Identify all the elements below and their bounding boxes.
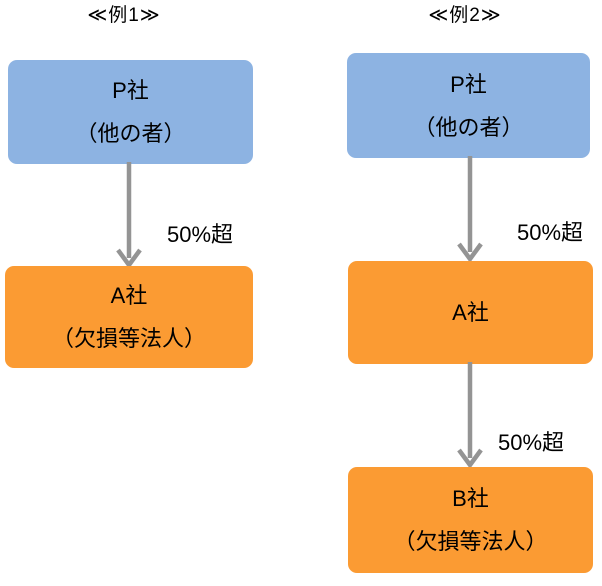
node-sublabel: （欠損等法人） [51, 326, 206, 351]
example2-title: ≪例2≫ [428, 5, 502, 26]
node-sublabel: （他の者） [75, 121, 186, 146]
example2-node-p-company: P社 （他の者） [347, 53, 590, 158]
node-label: P社 [450, 71, 487, 97]
example1-title: ≪例1≫ [87, 5, 161, 26]
example1-edge-label-ownership: 50%超 [167, 222, 234, 247]
node-label: B社 [452, 486, 489, 511]
node-label: A社 [452, 300, 489, 325]
example2-edge-label-ownership-2: 50%超 [498, 430, 565, 455]
arrow-down-icon [457, 156, 483, 262]
arrow-down-icon [457, 362, 483, 468]
node-sublabel: （他の者） [413, 114, 524, 140]
arrow-down-icon [116, 162, 142, 268]
example1-node-a-company: A社 （欠損等法人） [5, 266, 253, 368]
node-label: P社 [112, 78, 149, 103]
node-sublabel: （欠損等法人） [393, 529, 548, 554]
example2-node-a-company: A社 [348, 261, 593, 364]
example1-node-p-company: P社 （他の者） [8, 60, 253, 164]
node-label: A社 [110, 283, 148, 308]
example2-edge-label-ownership-1: 50%超 [517, 220, 584, 245]
example2-node-b-company: B社 （欠損等法人） [348, 467, 593, 573]
